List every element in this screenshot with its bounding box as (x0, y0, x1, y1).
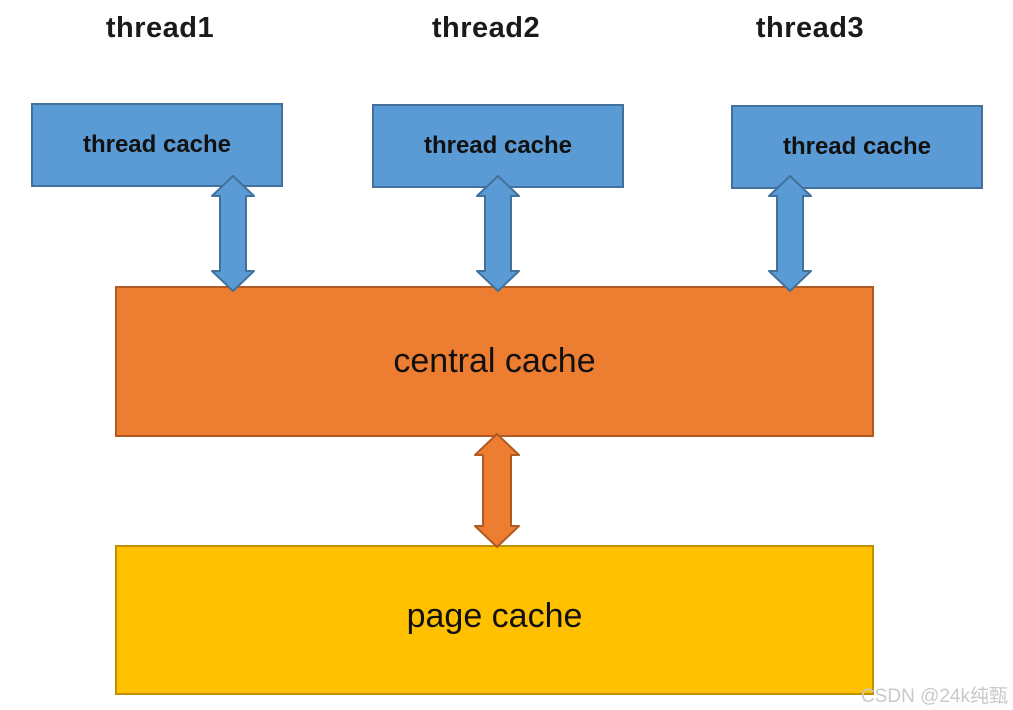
thread1-label: thread1 (105, 12, 215, 44)
double-arrow-thread2-central-icon (476, 175, 520, 292)
page-cache-label: page cache (406, 596, 583, 635)
double-arrow-thread1-central-icon (211, 175, 255, 292)
thread2-cache-box-label: thread cache (423, 132, 573, 159)
central-cache-box: central cache (115, 286, 874, 437)
thread1-cache-box-label: thread cache (82, 131, 232, 158)
thread1-cache-box: thread cache (31, 103, 283, 187)
thread3-cache-box-label: thread cache (782, 133, 932, 160)
double-arrow-central-page-icon (474, 433, 520, 548)
thread2-label: thread2 (431, 12, 541, 44)
double-arrow-thread3-central-icon (768, 175, 812, 292)
central-cache-label: central cache (393, 342, 596, 380)
page-cache-box: page cache (115, 545, 874, 695)
thread3-label: thread3 (755, 12, 865, 44)
csdn-watermark: CSDN @24k纯甄 (860, 686, 1008, 707)
thread3-cache-box: thread cache (731, 105, 983, 189)
